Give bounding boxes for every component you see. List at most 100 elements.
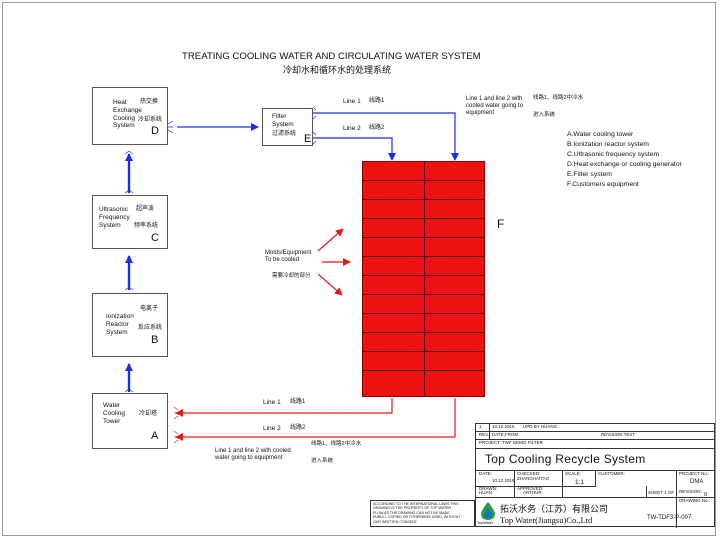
legend-item-d: D.Heat exchange or cooling generator [567, 161, 682, 168]
sheet-label: SHEET 1 OF 1 [648, 490, 678, 495]
tower-divider-vertical [424, 162, 425, 396]
spray-a [124, 388, 134, 393]
box-a-letter: A [151, 430, 159, 442]
heat-exchange-box: Heat Exchange Cooling System 热交换 冷却系统 D [92, 87, 168, 145]
cooling-tower-cn: 冷却塔 [139, 411, 158, 417]
line1-top [313, 112, 459, 161]
rev-header: REV. [479, 432, 490, 437]
system-name: Top Cooling Recycle System [485, 452, 646, 466]
scale-value: 1:1 [575, 479, 585, 486]
combined-top-label: Line 1 and line 2 with cooled water goin… [466, 96, 524, 116]
logo-en: TopWater [477, 521, 494, 525]
company-en: Top Water(Jiangsu)Co.,Ltd [500, 515, 593, 525]
spray-d-bottom [124, 150, 134, 155]
ionization-label: Ionization Reactor System [106, 313, 134, 336]
filter-label: Filter System [272, 113, 294, 128]
spray-a-2 [173, 430, 179, 444]
combined-bottom-label: Line 1 and line 2 with cooled water goin… [215, 448, 291, 461]
spray-d [167, 120, 174, 134]
company-logo [479, 501, 497, 523]
spray-a-1 [173, 406, 179, 420]
tower-segment-10 [363, 351, 484, 352]
revision-label: REVISION: [679, 489, 702, 494]
drawing-no-value: TW-TDF3-P-007 [647, 515, 692, 521]
tower-segment-8 [363, 313, 484, 314]
rev-number: 1 [479, 424, 482, 429]
molds-label: Molds/Equipment To be cooled [265, 250, 312, 263]
heat-exchange-cn-2: 冷却系统 [138, 117, 163, 123]
combined-bottom-cn-2: 进入系统 [311, 458, 334, 464]
box-e-letter: E [304, 133, 312, 145]
cooling-tower-label: Water Cooling Tower [103, 402, 126, 425]
line1-top-cn: 线路1 [369, 98, 385, 104]
ultrasonic-cn-1: 超声波 [136, 206, 155, 212]
scale-label: SCALE: [565, 471, 582, 476]
date-label: DATE: [479, 471, 492, 476]
revision-value: 0 [704, 492, 708, 498]
line1-bottom-label: Line 1 [263, 399, 281, 406]
line2-bottom-label: Line 2 [263, 425, 281, 432]
ultrasonic-cn-2: 频率系统 [134, 223, 159, 229]
combined-top-cn-1: 线路1、线路2中冷水 [533, 95, 584, 101]
drawn-value: HUAN [479, 490, 492, 495]
box-b-letter: B [151, 334, 159, 346]
legend-item-a: A.Water cooling tower [567, 131, 634, 138]
water-drop-icon [481, 502, 495, 520]
project-no-value: DMA [690, 479, 704, 485]
legend-item-c: C.Ultrasonic frequency system [567, 151, 660, 158]
line2-top [313, 137, 396, 161]
drawing-no-label: DRAWING No.: [679, 498, 711, 503]
rev-date: 10.12.2016 [492, 424, 515, 429]
spray-b [124, 286, 134, 291]
revision-text-header: REVISION TEXT [601, 432, 636, 437]
project-no-label: PROJECT No.: [679, 471, 710, 476]
tower-segment-2 [363, 199, 484, 200]
tower-segment-5 [363, 256, 484, 257]
ultrasonic-box: Ultrasonic Frequency System 超声波 频率系统 C [92, 195, 168, 249]
title-en: TREATING COOLING WATER AND CIRCULATING W… [182, 51, 481, 62]
date-value: 10.12.2016 [492, 478, 515, 483]
ionization-cn-1: 电离子 [140, 306, 159, 312]
tower-segment-9 [363, 332, 484, 333]
copyright-notice: ACCORDING TO THE INTERNATIONAL LAWS THIS… [370, 500, 475, 527]
drawn-label: DRAWN: [479, 486, 498, 491]
tower-segment-7 [363, 294, 484, 295]
combined-bottom-cn-1: 线路1、线路2中冷水 [311, 441, 362, 447]
spray-c [124, 189, 134, 194]
line1-top-label: Line 1 [343, 98, 361, 105]
combined-top-cn-2: 进入系统 [533, 112, 556, 118]
tower-segment-4 [363, 237, 484, 238]
title-cn: 冷却水和循环水的处理系统 [283, 65, 392, 75]
date-header: DATE,FROM [492, 432, 519, 437]
molds-arrow-up [317, 228, 344, 252]
cooling-tower-box: Water Cooling Tower 冷却塔 A [92, 393, 168, 449]
checked-value: ZHANGHAITAO [517, 476, 550, 481]
molds-arrow-down [317, 273, 343, 296]
tower-segment-1 [363, 180, 484, 181]
title-block: 1 10.12.2016 UPD BY HUANG REV. DATE,FROM… [475, 423, 715, 528]
rev-by: UPD BY HUANG [523, 424, 558, 429]
heat-exchange-cn-1: 热交换 [140, 99, 159, 105]
filter-box: Filter System 过滤系统 E [262, 108, 313, 146]
line2-top-label: Line 2 [343, 125, 361, 132]
line2-bottom [175, 398, 456, 441]
approved-value: ARTHUR [523, 490, 542, 495]
molds-cn: 需要冷却的部分 [272, 273, 311, 279]
legend-item-b: B.Ionization reactor system [567, 141, 649, 148]
box-d-letter: D [151, 125, 159, 137]
legend: A.Water cooling tower B.Ionization react… [567, 130, 682, 190]
checked-label: CHECKED: [517, 471, 541, 476]
project-label: PROJECT: TWF DEMO FILTER [479, 440, 543, 445]
company-cn: 拓沃水务（江苏）有限公司 [500, 504, 609, 514]
ionization-box: Ionization Reactor System 电离子 反应系统 B [92, 293, 168, 357]
customer-label: CUSTOMER: [598, 471, 625, 476]
ionization-cn-2: 反应系统 [138, 325, 163, 331]
line1-bottom [175, 398, 393, 417]
line1-bottom-cn: 线路1 [290, 399, 306, 405]
approved-label: APPROVED: [517, 486, 544, 491]
line2-top-cn: 线路2 [369, 125, 385, 131]
heat-exchange-label: Heat Exchange Cooling System [113, 99, 142, 130]
line2-bottom-cn: 线路2 [290, 425, 306, 431]
